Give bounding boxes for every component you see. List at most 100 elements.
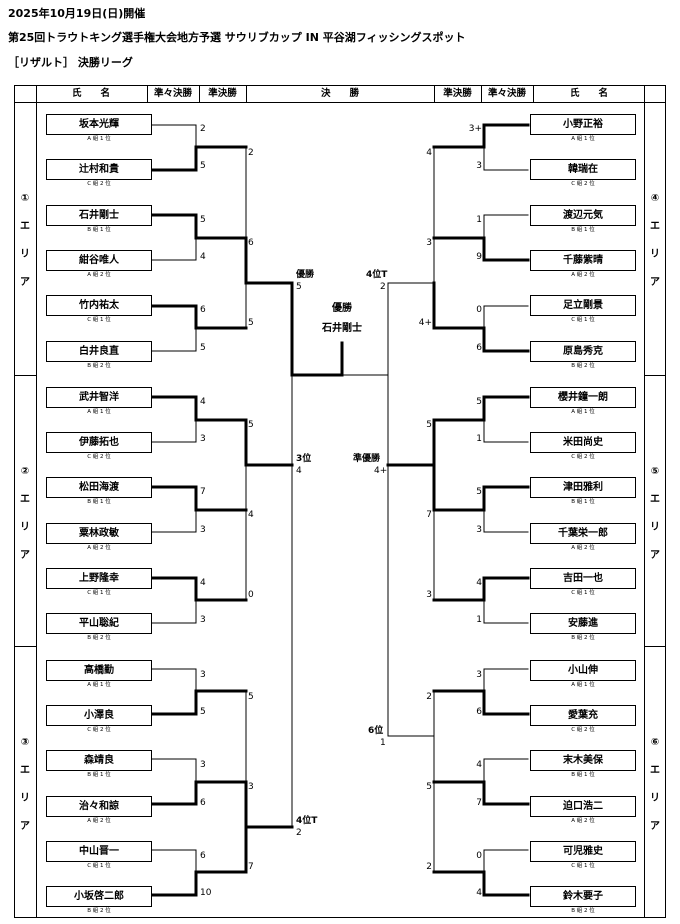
- final-sixth-score: 1: [380, 738, 386, 748]
- result-section-title: ［リザルト］ 決勝リーグ: [8, 56, 133, 69]
- final-fourth-left-label: 4位T: [296, 816, 318, 826]
- right-semi-score: 5: [426, 420, 432, 430]
- left-quarter-score: 5: [200, 707, 206, 717]
- right-player-rank: C 組 1 位: [571, 590, 595, 596]
- bracket-line: [432, 689, 530, 716]
- bracket-line: [483, 668, 529, 692]
- left-player-rank: B 組 2 位: [87, 363, 111, 369]
- right-player-name: 迫口浩二: [530, 796, 636, 817]
- right-quarter-score: 0: [476, 851, 482, 861]
- right-player-name: 安藤進: [530, 613, 636, 634]
- left-quarter-score: 5: [200, 161, 206, 171]
- right-quarter-score: 9: [476, 252, 482, 262]
- left-quarter-score: 5: [200, 215, 206, 225]
- right-quarter-score: 0: [476, 305, 482, 315]
- bracket-line: [432, 326, 530, 353]
- right-player-rank: C 組 1 位: [571, 863, 595, 869]
- col-header-name-left: 氏 名: [71, 88, 110, 99]
- right-player-name: 千藤紫晴: [530, 250, 636, 271]
- bracket-line: [150, 780, 248, 806]
- final-runnerup-label: 準優勝: [353, 454, 381, 464]
- bracket-line: [483, 849, 529, 873]
- right-quarter-score: 3: [476, 525, 482, 535]
- grid-line: [147, 85, 148, 102]
- left-player-name: 武井智洋: [46, 387, 152, 408]
- bracket-line: [151, 419, 197, 443]
- right-player-name: 原島秀克: [530, 341, 636, 362]
- champion-name: 石井剛士: [322, 323, 362, 334]
- bracket-line: [290, 281, 344, 377]
- right-player-name: 小山伸: [530, 660, 636, 681]
- bracket-line: [150, 145, 248, 172]
- right-quarter-score: 7: [476, 798, 482, 808]
- bracket-line: [483, 214, 529, 239]
- bracket-line: [151, 849, 197, 873]
- bracket-line: [151, 668, 197, 692]
- right-player-rank: A 組 2 位: [571, 272, 595, 278]
- left-player-name: 坂本光輝: [46, 114, 152, 135]
- event-title: 第25回トラウトキング選手権大会地方予選 サウリブカップ IN 平谷湖フィッシン…: [8, 31, 466, 44]
- bracket-line: [432, 870, 530, 897]
- right-player-name: 鈴木要子: [530, 886, 636, 907]
- right-player-rank: C 組 2 位: [571, 727, 595, 733]
- left-player-rank: B 組 2 位: [87, 635, 111, 641]
- left-player-rank: B 組 1 位: [87, 499, 111, 505]
- right-player-rank: A 組 1 位: [571, 682, 595, 688]
- right-player-name: 櫻井鐘一朗: [530, 387, 636, 408]
- bracket-line: [483, 509, 529, 533]
- left-semi-score: 0: [248, 590, 254, 600]
- right-semi-score: 3: [426, 590, 432, 600]
- right-player-name: 末木美保: [530, 750, 636, 771]
- final-third-label: 3位: [296, 454, 312, 464]
- grid-line: [434, 85, 435, 102]
- col-header-semi-right: 準決勝: [443, 88, 472, 99]
- bracket-line: [432, 123, 530, 149]
- left-player-rank: C 組 1 位: [87, 863, 111, 869]
- left-semi-score: 3: [248, 782, 254, 792]
- right-quarter-score: 3: [476, 670, 482, 680]
- right-semi-score: 3: [426, 238, 432, 248]
- right-semi-score: 4: [426, 148, 432, 158]
- left-quarter-score: 3: [200, 525, 206, 535]
- champion-title: 優勝: [332, 303, 352, 314]
- right-player-name: 小野正裕: [530, 114, 636, 135]
- left-semi-score: 2: [248, 148, 254, 158]
- left-player-name: 石井剛士: [46, 205, 152, 226]
- right-player-name: 千葉栄一郎: [530, 523, 636, 544]
- final-fourth-right-label: 4位T: [366, 270, 388, 280]
- left-quarter-score: 6: [200, 798, 206, 808]
- final-fourth-left-score: 2: [296, 828, 302, 838]
- left-player-name: 竹内祐太: [46, 295, 152, 316]
- right-player-rank: B 組 1 位: [571, 227, 595, 233]
- left-quarter-score: 6: [200, 851, 206, 861]
- bracket-line: [150, 304, 248, 330]
- left-semi-score: 5: [248, 420, 254, 430]
- left-player-rank: C 組 2 位: [87, 454, 111, 460]
- left-quarter-score: 4: [200, 578, 206, 588]
- left-player-name: 松田海渡: [46, 477, 152, 498]
- right-player-name: 韓瑞在: [530, 159, 636, 180]
- right-quarter-score: 4: [476, 578, 482, 588]
- col-header-quarter-left: 準々決勝: [153, 88, 192, 99]
- right-semi-score: 2: [426, 692, 432, 702]
- right-quarter-score: 3+: [468, 124, 482, 134]
- right-player-rank: B 組 1 位: [571, 772, 595, 778]
- final-sixth-label: 6位: [368, 726, 384, 736]
- bracket-line: [150, 213, 248, 240]
- right-player-rank: A 組 1 位: [571, 136, 595, 142]
- grid-line: [481, 85, 482, 102]
- area-divider: [644, 646, 666, 647]
- right-quarter-score: 6: [476, 707, 482, 717]
- left-quarter-score: 3: [200, 434, 206, 444]
- final-third-score: 4: [296, 466, 302, 476]
- left-quarter-score: 6: [200, 305, 206, 315]
- bracket-line: [151, 509, 197, 533]
- right-player-rank: B 組 2 位: [571, 908, 595, 914]
- right-quarter-score: 3: [476, 161, 482, 171]
- left-player-rank: B 組 1 位: [87, 772, 111, 778]
- right-player-rank: B 組 2 位: [571, 363, 595, 369]
- final-runnerup-score: 4+: [374, 466, 388, 476]
